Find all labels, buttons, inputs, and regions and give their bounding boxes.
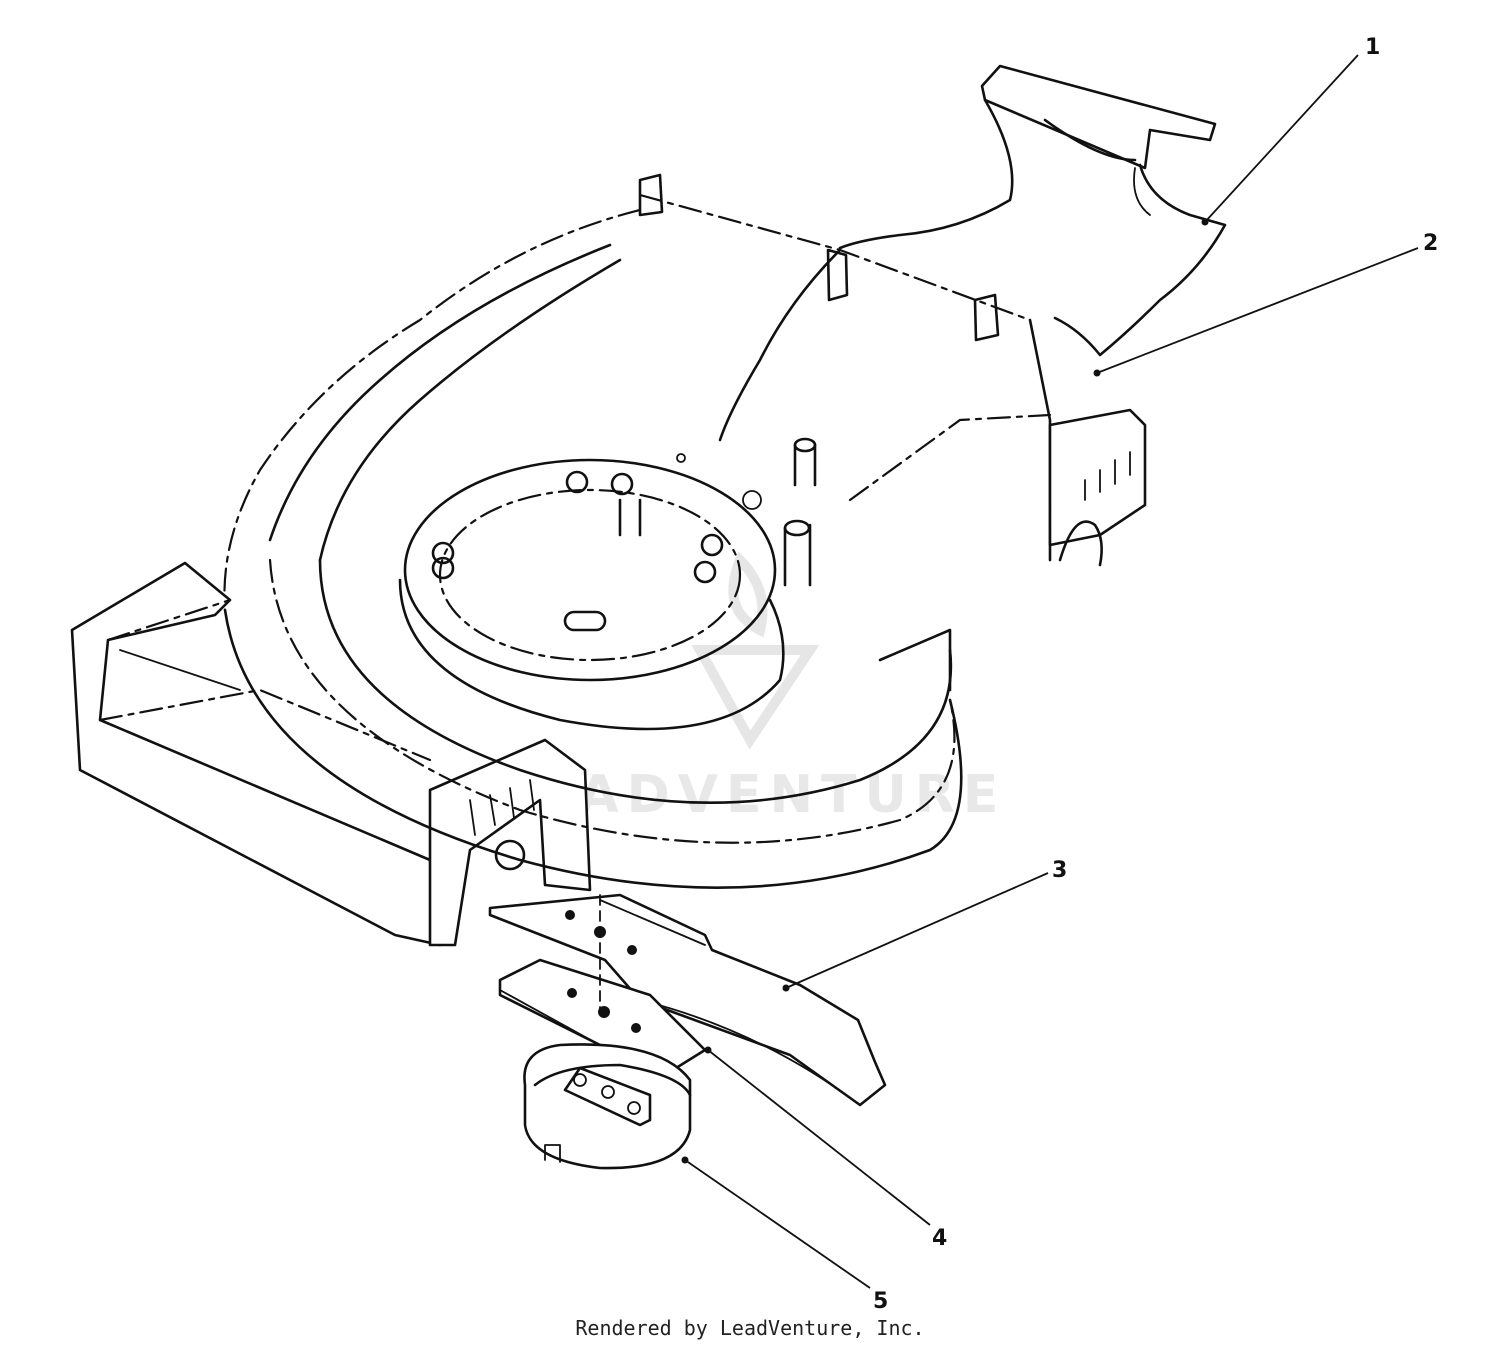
callout-label-4: 4 (932, 1226, 947, 1251)
callout-label-2: 2 (1423, 231, 1438, 256)
callouts: 1 2 3 4 5 (681, 35, 1438, 1314)
callout-4: 4 (704, 1046, 947, 1251)
callout-3: 3 (782, 858, 1067, 992)
callout-label-5: 5 (873, 1289, 888, 1314)
part-discharge-chute (838, 64, 1227, 357)
deck-bolts (431, 470, 724, 632)
callout-2: 2 (1093, 231, 1438, 377)
callout-1: 1 (1201, 35, 1380, 226)
callout-5: 5 (681, 1156, 888, 1314)
part-blade-hub (523, 1043, 692, 1170)
footer-credit: Rendered by LeadVenture, Inc. (575, 1316, 925, 1340)
watermark-logo-icon (691, 551, 820, 750)
callout-label-1: 1 (1365, 35, 1380, 60)
callout-label-3: 3 (1052, 858, 1067, 883)
part-blade (488, 893, 887, 1107)
part-mower-deck (70, 173, 1147, 947)
